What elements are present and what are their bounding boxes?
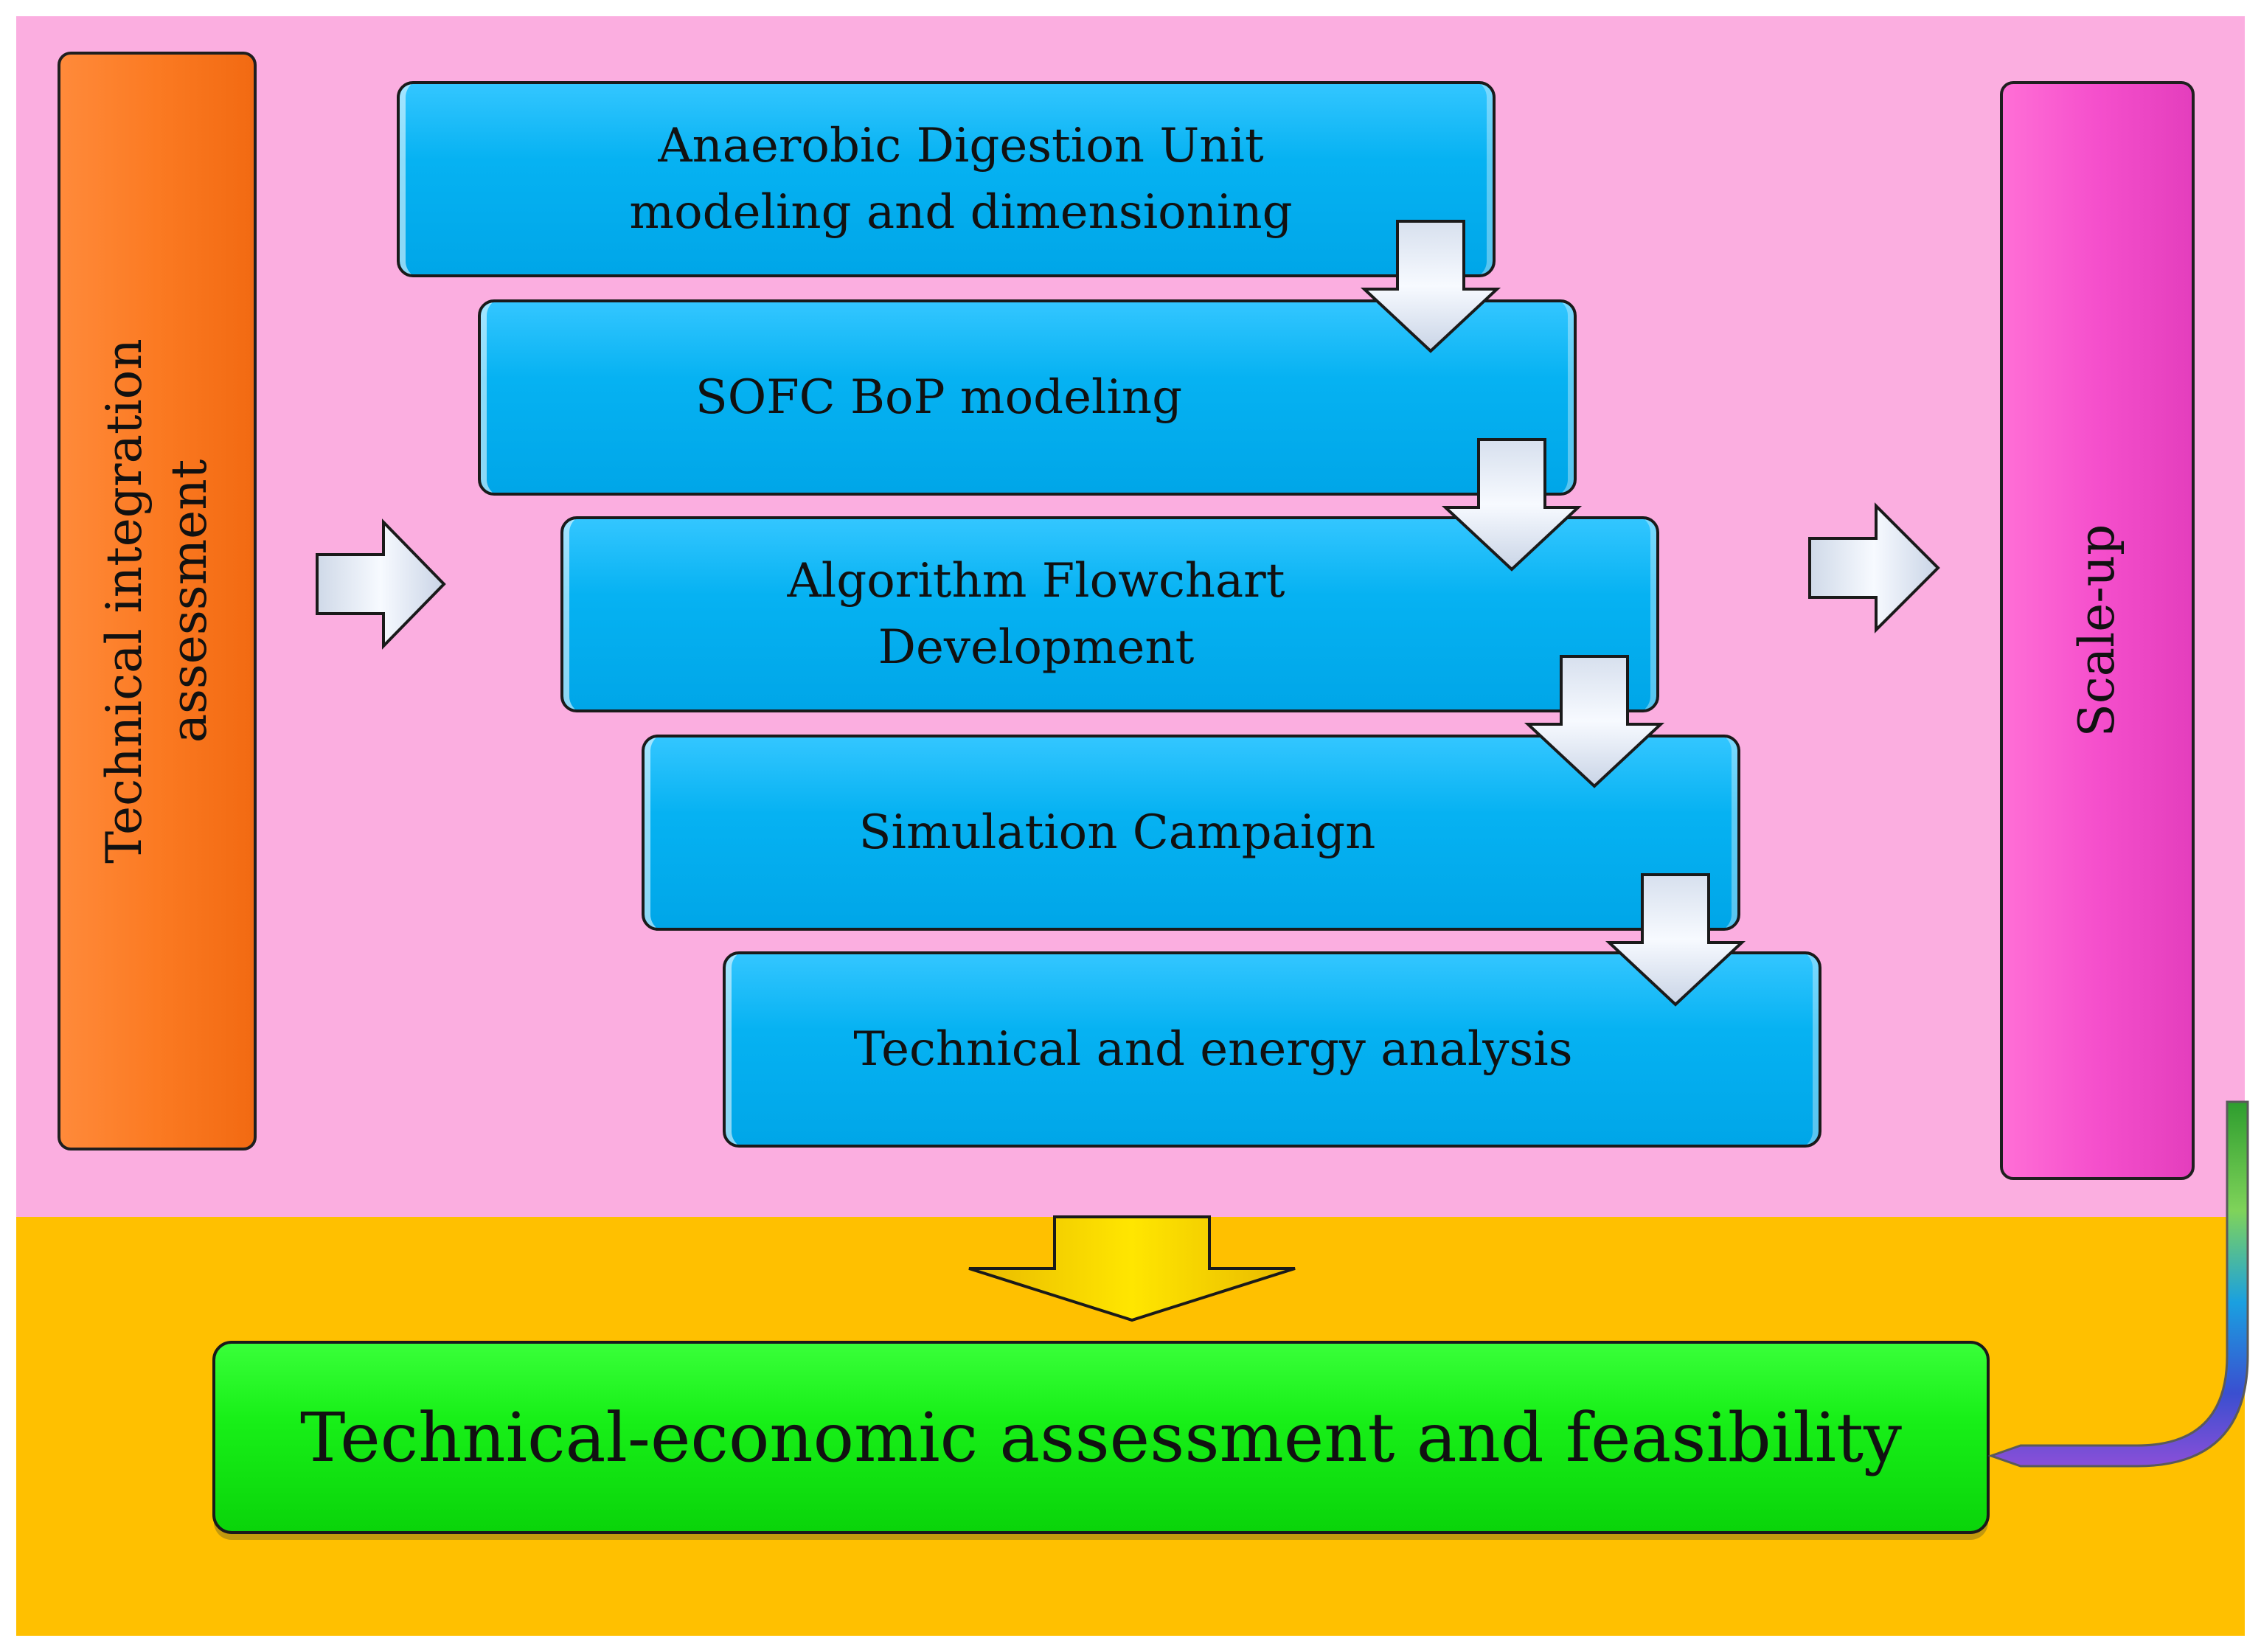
right-arrow-icon <box>316 518 446 650</box>
curved-arrow-icon <box>1987 1100 2249 1468</box>
step-sofc-bop-text: SOFC BoP modeling <box>695 364 1182 431</box>
step-3-line-1: Algorithm Flowchart <box>787 554 1285 608</box>
step-technical-energy-analysis: Technical and energy analysis <box>723 951 1821 1148</box>
down-arrow-icon <box>968 1215 1296 1322</box>
technical-economic-assessment-label: Technical-economic assessment and feasib… <box>299 1398 1903 1477</box>
step-simulation-campaign: Simulation Campaign <box>642 735 1740 931</box>
step-4-line-1: Simulation Campaign <box>858 805 1376 860</box>
step-5-line-1: Technical and energy analysis <box>853 1022 1573 1077</box>
step-3-line-2: Development <box>878 620 1195 675</box>
step-algorithm-flowchart: Algorithm Flowchart Development <box>560 516 1659 712</box>
step-anaerobic-digestion-text: Anaerobic Digestion Unit modeling and di… <box>629 113 1292 246</box>
step-technical-energy-analysis-text: Technical and energy analysis <box>853 1016 1572 1083</box>
technical-integration-box: Technical integration assessment <box>58 52 257 1150</box>
step-algorithm-flowchart-text: Algorithm Flowchart Development <box>788 548 1285 681</box>
step-sofc-bop: SOFC BoP modeling <box>478 299 1577 496</box>
scale-up-box: Scale-up <box>2000 81 2195 1180</box>
technical-economic-assessment-box: Technical-economic assessment and feasib… <box>212 1341 1990 1534</box>
step-anaerobic-digestion: Anaerobic Digestion Unit modeling and di… <box>397 81 1496 277</box>
down-arrow-icon <box>1360 220 1501 353</box>
down-arrow-icon <box>1605 873 1746 1007</box>
step-1-line-1: Anaerobic Digestion Unit <box>658 119 1264 173</box>
right-arrow-icon <box>1808 502 1940 634</box>
step-2-line-1: SOFC BoP modeling <box>695 370 1183 425</box>
step-simulation-campaign-text: Simulation Campaign <box>859 799 1376 866</box>
down-arrow-icon <box>1524 655 1665 788</box>
step-1-line-2: modeling and dimensioning <box>629 185 1293 240</box>
down-arrow-icon <box>1441 438 1583 572</box>
